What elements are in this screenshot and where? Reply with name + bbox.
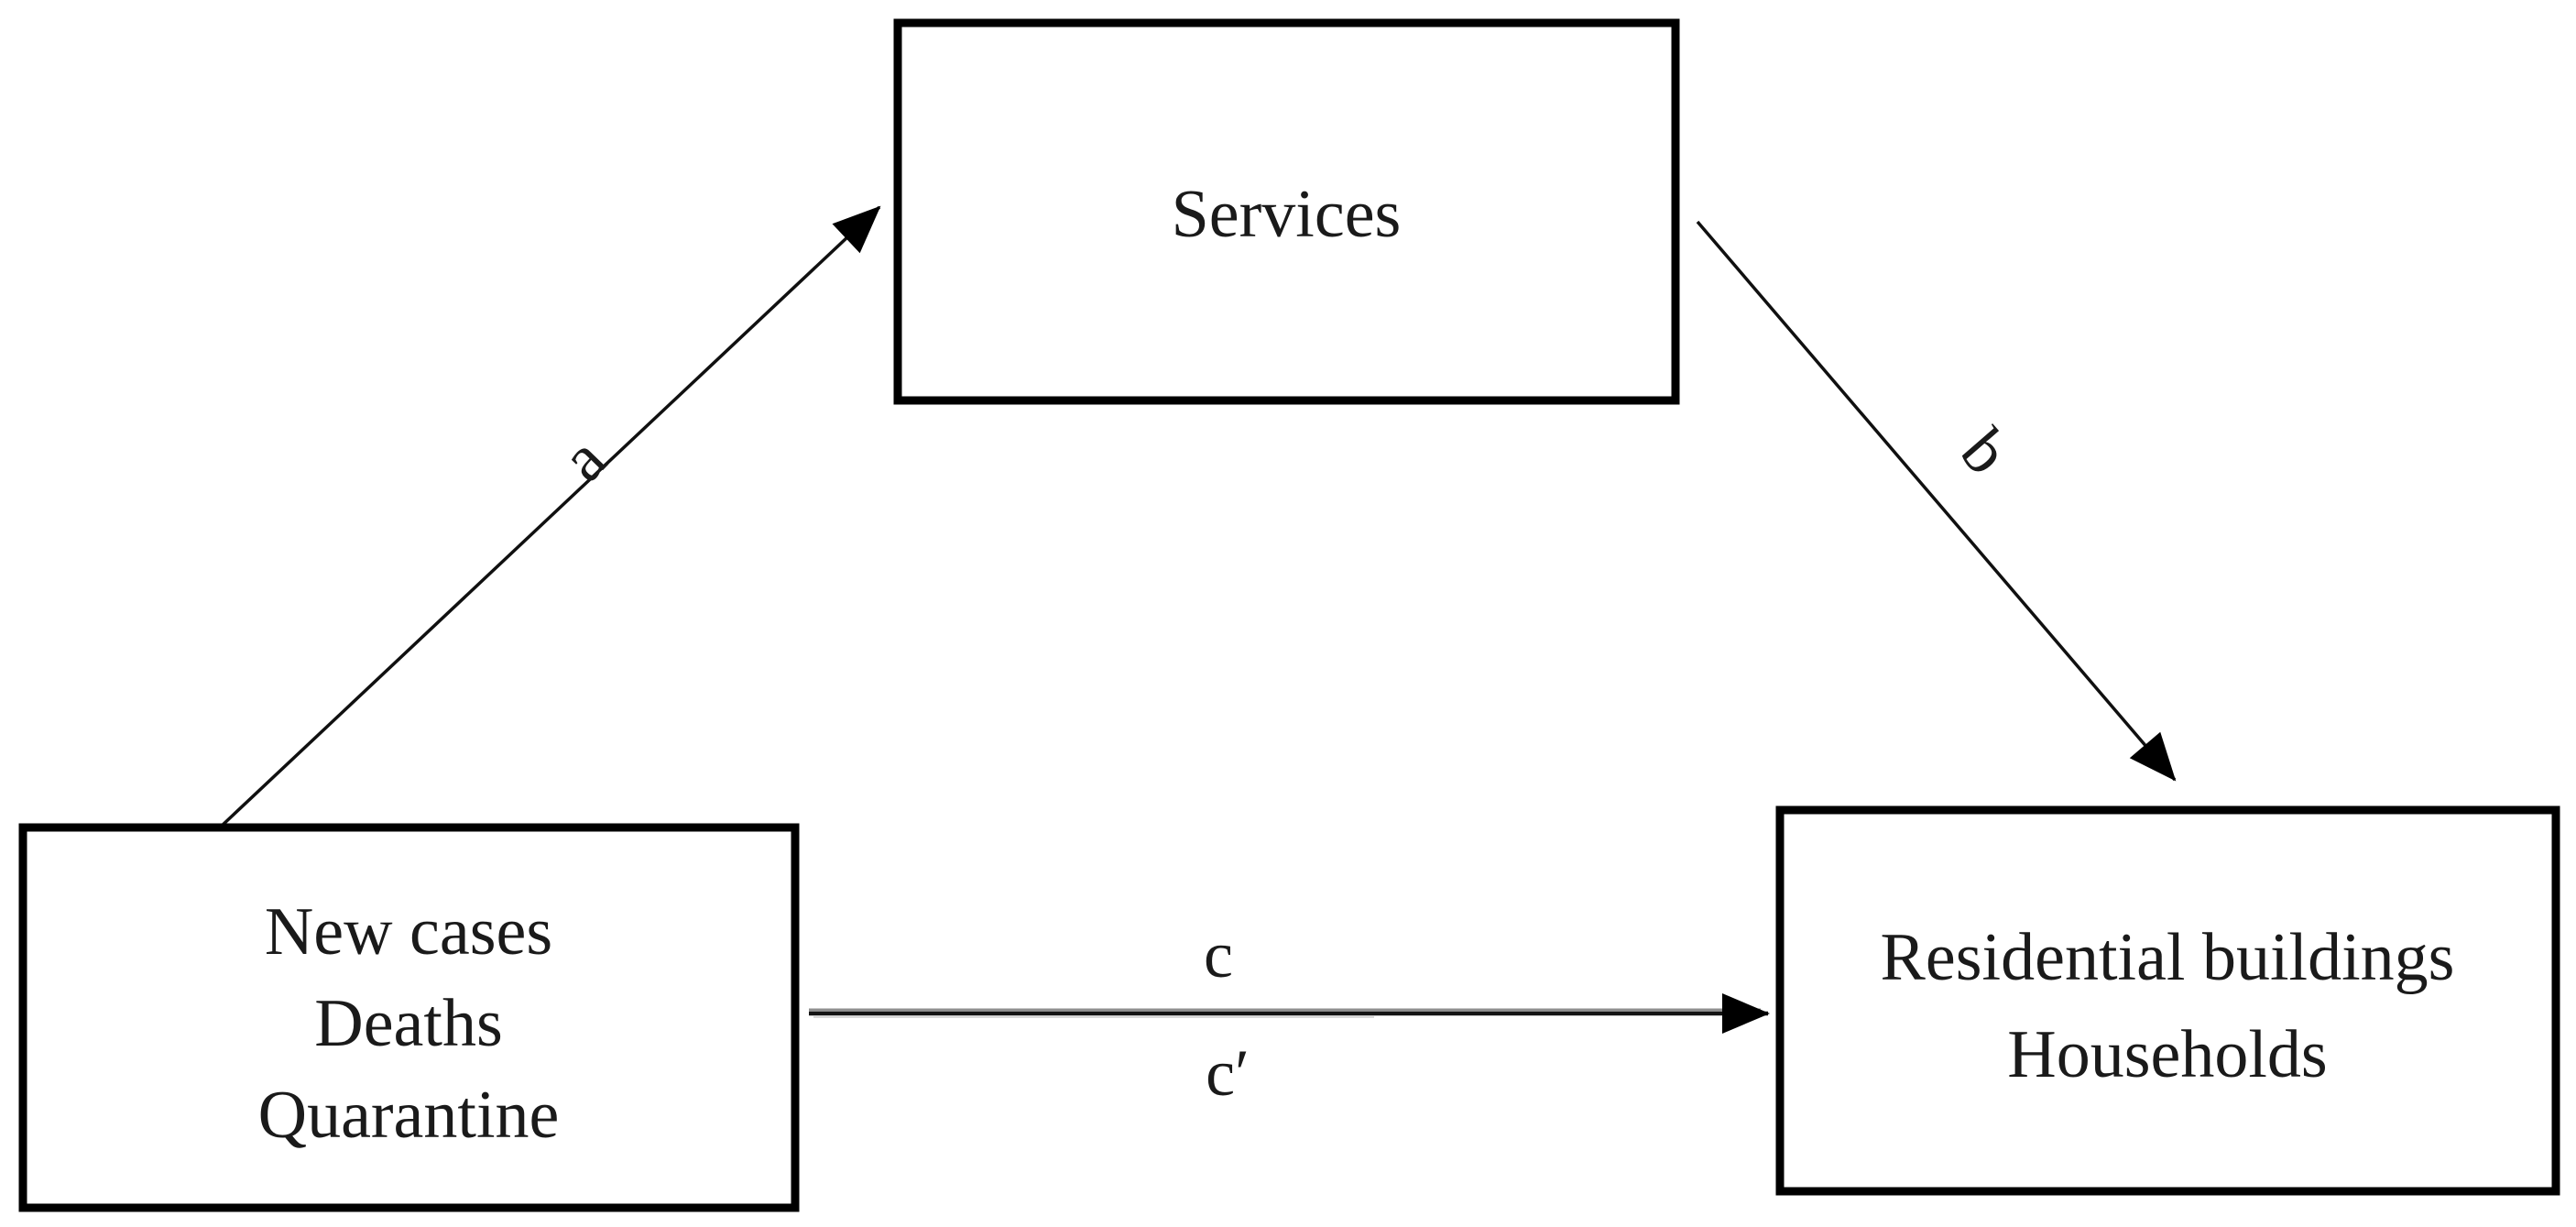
predictor-box-line-1: New cases xyxy=(265,894,552,970)
path-a-arrow xyxy=(218,205,881,829)
outcome-box-line-2: Households xyxy=(2007,1017,2327,1092)
predictor-box-line-3: Quarantine xyxy=(258,1078,560,1153)
path-c-prime-label: c′ xyxy=(1206,1036,1250,1110)
mediator-box xyxy=(893,18,1680,405)
path-c-label: c xyxy=(1204,918,1233,991)
predictor-box-line-2: Deaths xyxy=(314,986,503,1061)
path-b-arrow xyxy=(1696,220,2177,782)
outcome-box-line-1: Residential buildings xyxy=(1881,920,2455,995)
outcome-box xyxy=(1775,805,2560,1196)
path-b-label: b xyxy=(1947,415,2024,488)
mediator-box-label: Services xyxy=(1172,177,1402,252)
predictor-box xyxy=(18,823,800,1212)
